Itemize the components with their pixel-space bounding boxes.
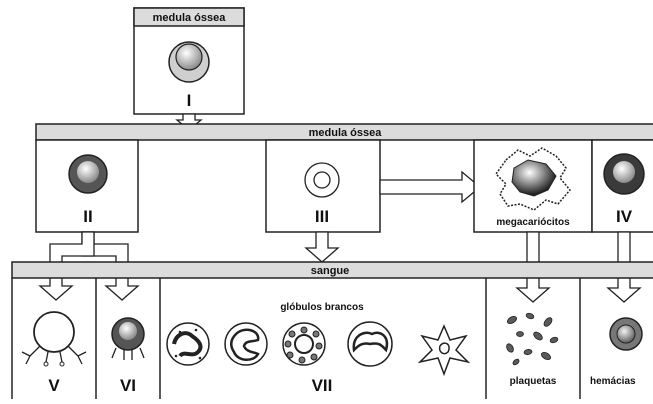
marrow-band-title: medula óssea (309, 127, 383, 139)
bottom-compartments (11, 278, 581, 399)
arrow-iii-to-megakaryocytes (379, 170, 482, 204)
cell-label-iv: IV (616, 207, 633, 226)
cell-vi (111, 317, 145, 360)
blood-band: sangue (11, 261, 653, 279)
cell-iii (304, 162, 340, 198)
top-marrow-box: medula óssea I (133, 7, 245, 115)
box-iii: III (265, 139, 381, 233)
cell-label-vi: VI (120, 376, 136, 395)
red-cell (609, 317, 643, 351)
cell-v (21, 311, 87, 367)
cell-label-v: V (48, 376, 60, 395)
cell-ii (68, 154, 108, 194)
cell-label-vii: VII (312, 376, 333, 395)
label-megakaryocytes: megacariócitos (496, 217, 570, 228)
box-megakaryocytes: megacariócitos (473, 139, 593, 233)
cell-iv (603, 153, 645, 195)
box-ii: II (35, 139, 139, 233)
arrow-iii-down (304, 231, 340, 263)
arrows-ii-split (38, 231, 140, 301)
white-cell-2 (224, 322, 268, 366)
stem-cell-i (168, 41, 210, 83)
white-cell-5 (417, 324, 471, 377)
white-cell-1 (166, 322, 210, 366)
cell-label-i: I (187, 91, 192, 110)
cell-label-iii: III (315, 207, 329, 226)
platelets (506, 312, 559, 366)
label-white-cells: glóbulos brancos (280, 302, 364, 313)
blood-band-title: sangue (311, 265, 350, 277)
label-platelets: plaquetas (510, 376, 557, 387)
box-iv: IV (591, 139, 653, 233)
megakaryocyte-nucleus (511, 159, 557, 197)
label-red-cells: hemácias (590, 376, 636, 387)
top-box-title: medula óssea (153, 12, 227, 24)
cell-label-ii: II (83, 207, 92, 226)
marrow-band: medula óssea (35, 123, 653, 141)
white-cell-3 (282, 322, 326, 366)
white-cell-4 (347, 321, 393, 367)
